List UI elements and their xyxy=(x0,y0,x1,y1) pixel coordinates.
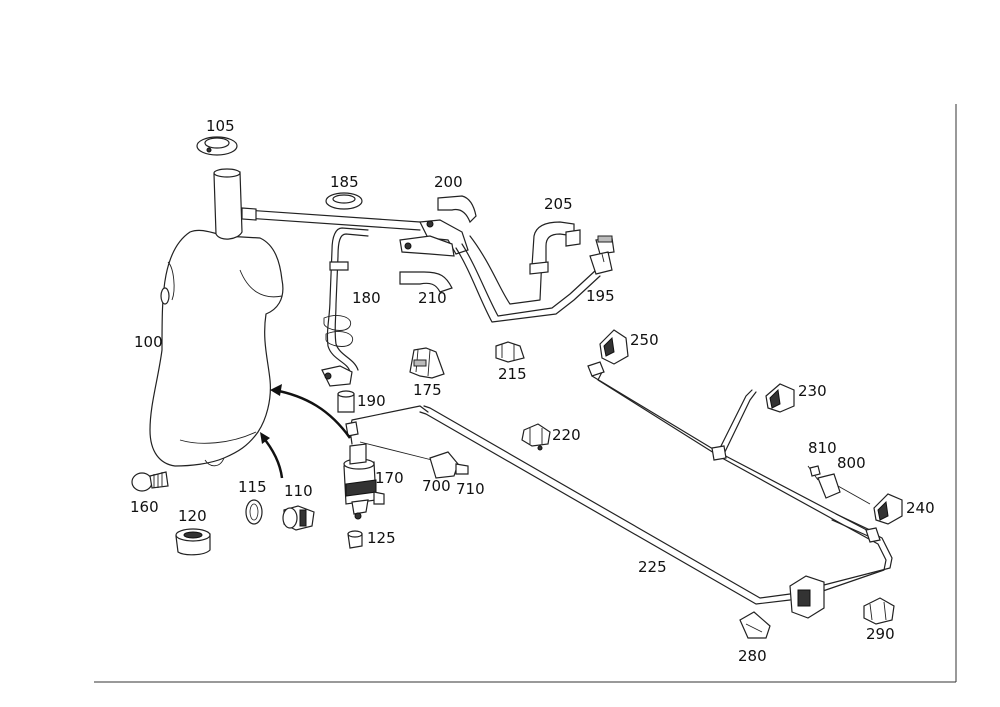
line-to-205 xyxy=(469,235,543,305)
label-215: 215 xyxy=(498,365,527,383)
label-210: 210 xyxy=(418,289,447,307)
label-290: 290 xyxy=(866,625,895,643)
screw-160[interactable] xyxy=(131,471,169,492)
level-sensor-110[interactable] xyxy=(282,505,315,531)
label-280: 280 xyxy=(738,647,767,665)
line-joint-250 xyxy=(587,361,605,377)
label-180: 180 xyxy=(352,289,381,307)
label-125: 125 xyxy=(367,529,396,547)
arrow-to-tank-lower xyxy=(261,435,284,479)
line-to-240 xyxy=(831,513,871,537)
label-225: 225 xyxy=(638,558,667,576)
nozzle-250[interactable] xyxy=(599,329,629,365)
check-valve-800[interactable] xyxy=(817,473,871,505)
hose-end-left xyxy=(241,207,257,221)
label-220: 220 xyxy=(552,426,581,444)
line-to-700 xyxy=(359,441,433,461)
washer-line-225-b xyxy=(419,411,791,605)
line-250-to-290-b xyxy=(597,371,887,593)
hose-tank-to-200 xyxy=(245,209,421,231)
label-195: 195 xyxy=(586,287,615,305)
grommet-bracket[interactable] xyxy=(789,575,825,619)
label-175: 175 xyxy=(413,381,442,399)
label-110: 110 xyxy=(284,482,313,500)
arrow-head-upper xyxy=(270,384,282,396)
clip-290[interactable] xyxy=(863,597,895,625)
filler-cap[interactable] xyxy=(196,136,238,156)
label-100: 100 xyxy=(134,333,163,351)
clip-220[interactable] xyxy=(521,423,551,451)
label-240: 240 xyxy=(906,499,935,517)
label-185: 185 xyxy=(330,173,359,191)
connector-810[interactable] xyxy=(807,465,821,481)
label-250: 250 xyxy=(630,331,659,349)
label-200: 200 xyxy=(434,173,463,191)
nozzle-240[interactable] xyxy=(873,493,903,525)
part-labels: 100 105 110 115 120 125 160 170 175 180 … xyxy=(130,117,935,665)
label-120: 120 xyxy=(178,507,207,525)
washer-line-225 xyxy=(423,405,791,599)
nozzle-230[interactable] xyxy=(765,383,795,413)
grommet-seal[interactable] xyxy=(325,192,363,210)
line-250-to-290 xyxy=(591,369,893,587)
valve-700[interactable] xyxy=(429,451,469,479)
hose-200[interactable] xyxy=(419,195,477,255)
hose-205[interactable] xyxy=(529,221,581,275)
line-joint-t xyxy=(711,445,727,461)
clip-280[interactable] xyxy=(739,611,771,639)
line-joint-240 xyxy=(865,527,881,543)
connector-195[interactable] xyxy=(589,235,615,275)
label-105: 105 xyxy=(206,117,235,135)
arrow-head-lower xyxy=(260,432,270,444)
line-to-230 xyxy=(717,389,757,459)
clip-215[interactable] xyxy=(495,341,525,363)
label-205: 205 xyxy=(544,195,573,213)
grommet-120[interactable] xyxy=(175,528,211,556)
bracket-175[interactable] xyxy=(409,347,445,379)
washer-pump[interactable] xyxy=(343,443,385,520)
label-115: 115 xyxy=(238,478,267,496)
label-190: 190 xyxy=(357,392,386,410)
o-ring-115[interactable] xyxy=(245,499,263,525)
check-valve[interactable] xyxy=(337,390,355,413)
label-800: 800 xyxy=(837,454,866,472)
arrow-to-tank-upper xyxy=(273,388,352,439)
label-170: 170 xyxy=(375,469,404,487)
washer-fluid-reservoir[interactable] xyxy=(149,168,284,467)
hose-210[interactable] xyxy=(399,235,455,293)
hose-line-coil[interactable] xyxy=(321,227,369,387)
seal-125[interactable] xyxy=(347,530,363,549)
label-710: 710 xyxy=(456,480,485,498)
twin-line-to-195 xyxy=(455,247,601,323)
twin-line-to-195-b xyxy=(461,243,597,317)
label-700: 700 xyxy=(422,477,451,495)
pump-hose-connector xyxy=(345,421,359,437)
label-230: 230 xyxy=(798,382,827,400)
pump-hose-up xyxy=(349,405,429,445)
label-810: 810 xyxy=(808,439,837,457)
label-160: 160 xyxy=(130,498,159,516)
